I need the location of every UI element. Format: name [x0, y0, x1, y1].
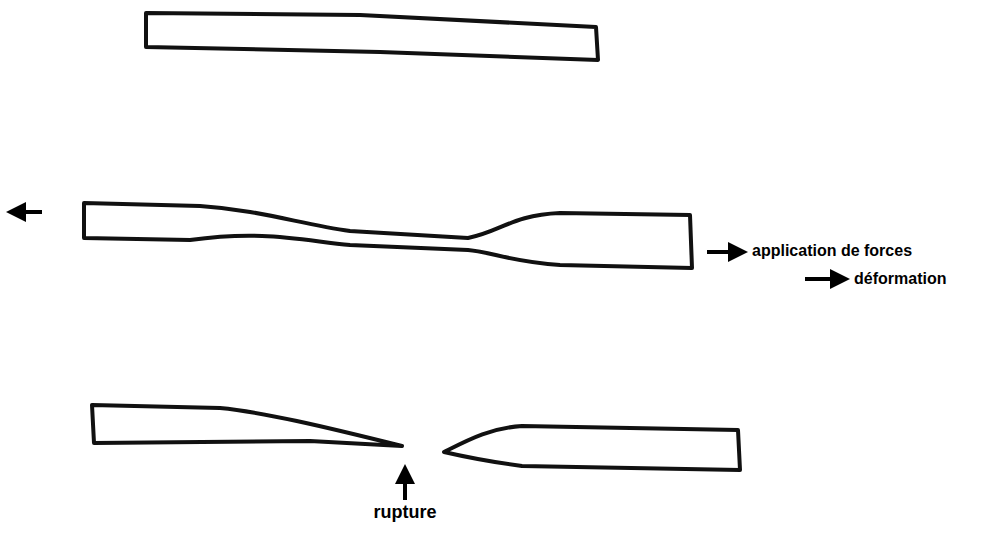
necked-specimen [84, 203, 692, 268]
implication-arrow [805, 277, 846, 281]
broken-piece-left [92, 405, 402, 446]
broken-piece-right [444, 426, 740, 470]
rupture-label: rupture [374, 503, 437, 523]
force-arrow [10, 210, 42, 214]
specimen-bar [146, 13, 598, 60]
force-label: application de forces [752, 242, 912, 260]
deformation-label: déformation [854, 270, 946, 288]
force-arrow [707, 250, 744, 254]
rupture-arrow [403, 468, 407, 500]
